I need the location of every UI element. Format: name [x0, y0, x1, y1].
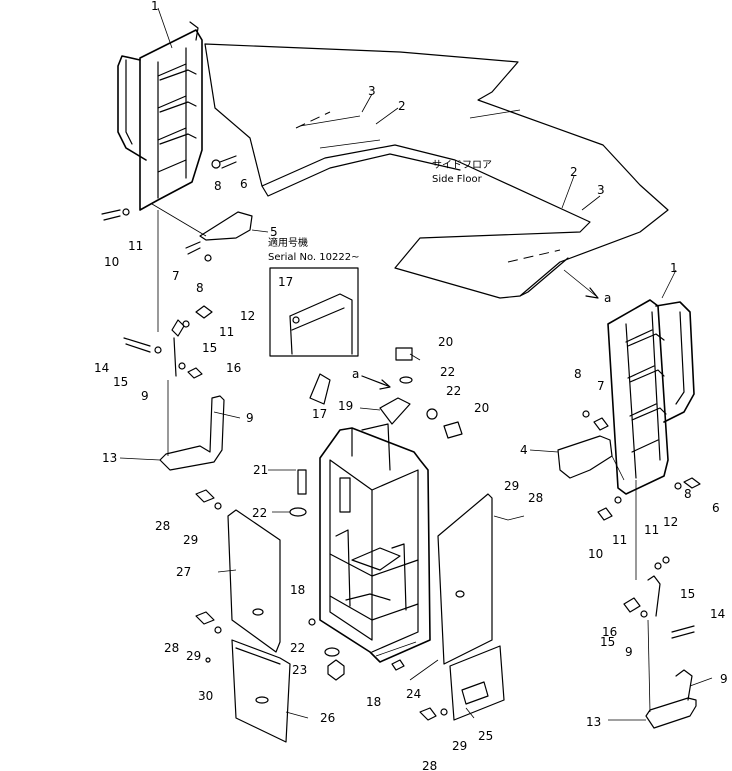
- lower-left-hardware: [195, 489, 448, 721]
- callout-8: 8: [196, 281, 204, 295]
- callout-7: 7: [172, 269, 180, 283]
- callout-17: 17: [278, 275, 293, 289]
- callout-6: 6: [240, 177, 248, 191]
- callout-26: 26: [320, 711, 335, 725]
- callout-25: 25: [478, 729, 493, 743]
- callout-28: 28: [155, 519, 170, 533]
- callout-11: 11: [644, 523, 659, 537]
- left-lower-bracket: [157, 210, 225, 471]
- left-hardware: [101, 155, 237, 379]
- callout-13: 13: [102, 451, 117, 465]
- view-arrow-a1: [361, 375, 391, 390]
- right-side-panel: [437, 493, 525, 665]
- callout-3: 3: [368, 84, 376, 98]
- callout-14: 14: [94, 361, 109, 375]
- callout-9: 9: [625, 645, 633, 659]
- callout-8: 8: [684, 487, 692, 501]
- side-floor-label-jp: サイドフロア: [432, 159, 492, 171]
- callout-16: 16: [602, 625, 617, 639]
- callout-29: 29: [186, 649, 201, 663]
- right-lower-bracket: [635, 480, 697, 729]
- left-bracket: [151, 203, 253, 241]
- callout-11: 11: [612, 533, 627, 547]
- callout-11: 11: [219, 325, 234, 339]
- callout-20: 20: [438, 335, 453, 349]
- callout-1: 1: [151, 0, 159, 13]
- callout-19: 19: [338, 399, 353, 413]
- callout-15: 15: [202, 341, 217, 355]
- lower-cover-26: [231, 639, 291, 743]
- left-side-panel-27: [227, 509, 281, 653]
- callout-16: 16: [226, 361, 241, 375]
- centre-hardware: [289, 347, 463, 681]
- callout-9: 9: [246, 411, 254, 425]
- callout-7: 7: [597, 379, 605, 393]
- callout-22: 22: [252, 506, 267, 520]
- right-bracket: [557, 435, 625, 481]
- callout-numbers: 1 1 2 2 3 3 4 5 6 6 7 7 8 8 8 8 9 9 9 9 …: [94, 0, 728, 771]
- view-arrow-a2: [563, 269, 599, 299]
- serial-inset-box: [269, 267, 359, 357]
- callout-29: 29: [452, 739, 467, 753]
- callout-12: 12: [663, 515, 678, 529]
- callout-28: 28: [528, 491, 543, 505]
- view-a-label-1: a: [352, 367, 359, 381]
- callout-10: 10: [588, 547, 603, 561]
- cover-25: [449, 645, 505, 721]
- callout-13: 13: [586, 715, 601, 729]
- callout-8: 8: [574, 367, 582, 381]
- left-ladder: [117, 21, 203, 211]
- callout-21: 21: [253, 463, 268, 477]
- callout-2: 2: [570, 165, 578, 179]
- callout-29: 29: [504, 479, 519, 493]
- callout-22: 22: [446, 384, 461, 398]
- callout-15: 15: [600, 635, 615, 649]
- right-hardware: [582, 410, 701, 639]
- callout-28: 28: [164, 641, 179, 655]
- callout-18: 18: [366, 695, 381, 709]
- callout-29: 29: [183, 533, 198, 547]
- callout-20: 20: [474, 401, 489, 415]
- callout-15: 15: [113, 375, 128, 389]
- callout-22: 22: [290, 641, 305, 655]
- callout-22: 22: [440, 365, 455, 379]
- callout-8: 8: [214, 179, 222, 193]
- callout-3: 3: [597, 183, 605, 197]
- callout-10: 10: [104, 255, 119, 269]
- callout-6: 6: [712, 501, 720, 515]
- callout-1: 1: [670, 261, 678, 275]
- callout-4: 4: [520, 443, 528, 457]
- callout-5: 5: [270, 225, 278, 239]
- callout-28: 28: [422, 759, 437, 771]
- centre-frame: [309, 373, 431, 663]
- callout-15: 15: [680, 587, 695, 601]
- callout-9: 9: [141, 389, 149, 403]
- view-a-label-2: a: [604, 291, 611, 305]
- side-floor-label-en: Side Floor: [432, 174, 483, 185]
- callout-27: 27: [176, 565, 191, 579]
- callout-18: 18: [290, 583, 305, 597]
- callout-9: 9: [720, 672, 728, 686]
- callout-14: 14: [710, 607, 725, 621]
- callout-12: 12: [240, 309, 255, 323]
- side-floor-panel: [204, 43, 669, 299]
- callout-11: 11: [128, 239, 143, 253]
- callout-23: 23: [292, 663, 307, 677]
- callout-2: 2: [398, 99, 406, 113]
- callout-17: 17: [312, 407, 327, 421]
- callout-30: 30: [198, 689, 213, 703]
- leader-lines: [119, 7, 713, 721]
- right-ladder: [607, 299, 695, 495]
- applicable-label-jp: 適用号機: [268, 236, 308, 249]
- callout-24: 24: [406, 687, 421, 701]
- serial-label: Serial No. 10222~: [268, 252, 359, 263]
